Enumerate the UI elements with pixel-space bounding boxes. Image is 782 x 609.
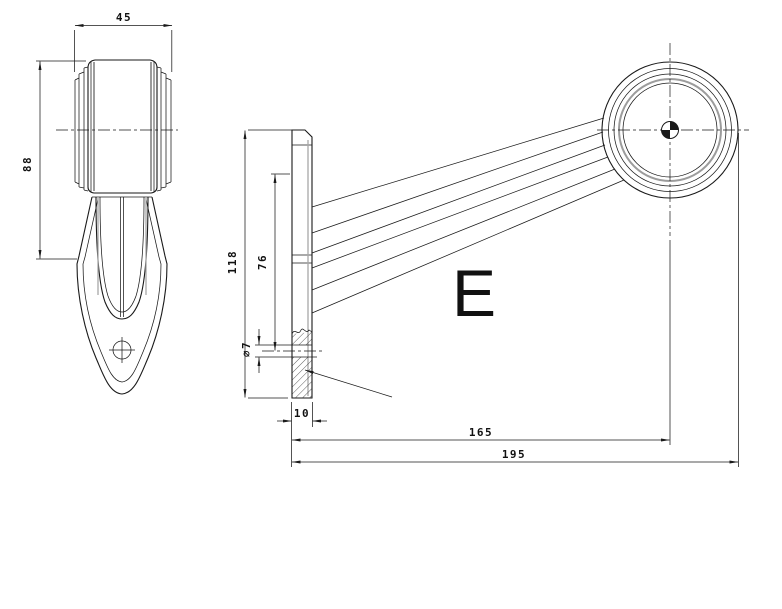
dim-hole-center-offset: 76 [256, 173, 290, 351]
dim-bracket-height: 118 [226, 129, 292, 399]
lamp-head [597, 43, 749, 236]
dim-plate-thickness: 10 [277, 402, 327, 467]
dim-hole-diameter-label: ⌀7 [240, 341, 253, 357]
dim-hole-center-offset-label: 76 [256, 254, 269, 270]
dim-bracket-height-label: 118 [226, 250, 239, 274]
left-flange-steps [74, 66, 89, 192]
approval-letter-e: E [452, 256, 496, 330]
center-mark-icon [661, 121, 679, 139]
dim-lamp-width: 45 [74, 11, 173, 72]
bracket-inner-outline [82, 198, 162, 383]
dim-lamp-center-distance-label: 165 [469, 426, 493, 439]
dim-lamp-width-label: 45 [116, 11, 132, 24]
section-leader-line [304, 369, 393, 398]
section-hatch-lower [292, 357, 312, 398]
section-hatch-upper [292, 332, 312, 345]
dim-plate-thickness-label: 10 [294, 407, 310, 420]
front-view [56, 59, 178, 395]
stalk-outer [95, 196, 149, 320]
dim-lamp-center-distance: 165 [291, 240, 671, 445]
dim-overall-length: 195 [291, 133, 739, 467]
plate-outline [291, 129, 313, 399]
right-flange-steps [156, 66, 172, 192]
arm-lines [311, 117, 625, 314]
side-view [255, 43, 749, 399]
dim-hole-diameter: ⌀7 [240, 329, 261, 373]
dim-lamp-height: 88 [21, 60, 86, 260]
break-line-squiggle [291, 328, 313, 335]
bracket-outer-outline [76, 196, 168, 395]
lamp-body-outline [87, 59, 158, 194]
dim-lamp-height-label: 88 [21, 156, 34, 172]
stalk-inner [99, 196, 145, 313]
dim-overall-length-label: 195 [502, 448, 526, 461]
